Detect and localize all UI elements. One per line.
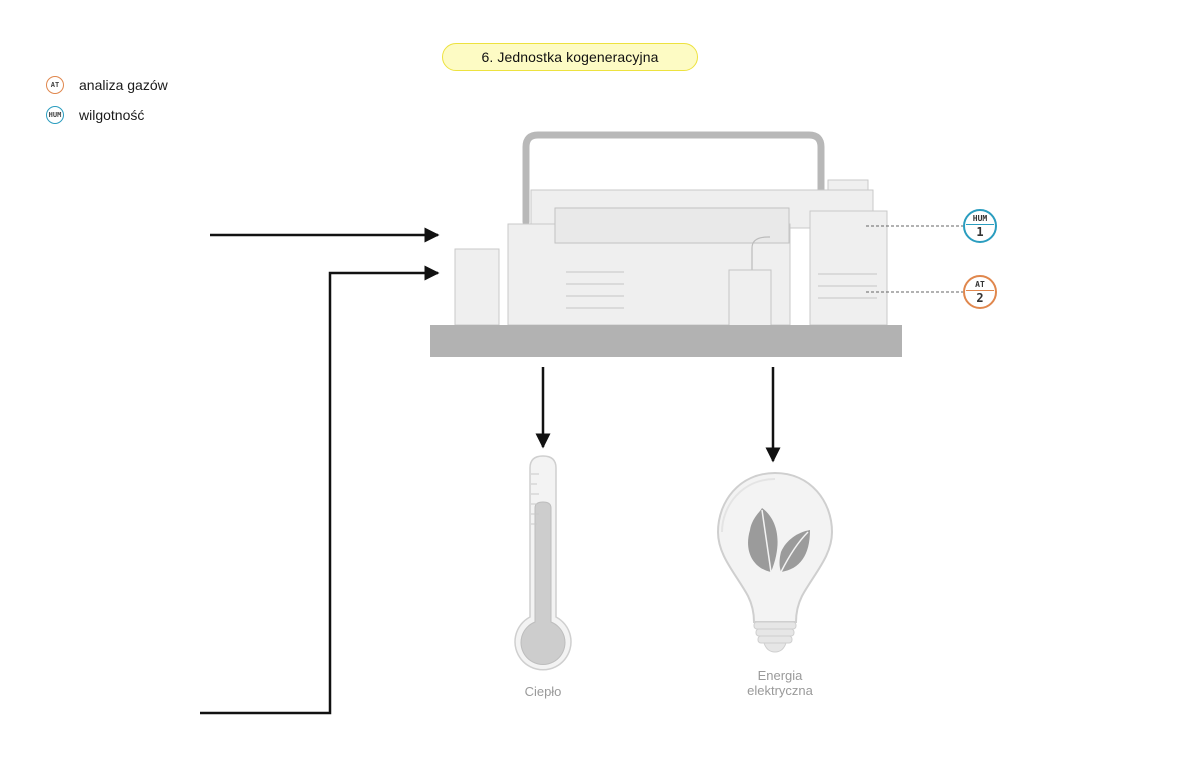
legend-label-hum: wilgotność <box>79 107 145 123</box>
sensor-at-2[interactable]: AT 2 <box>963 275 997 309</box>
legend: AT analiza gazów HUM wilgotność <box>46 74 168 134</box>
sensor-at-divider <box>966 289 994 292</box>
lightbulb-leaf-icon <box>716 471 834 653</box>
energy-label-line1: Energia <box>757 668 803 683</box>
legend-label-at: analiza gazów <box>79 77 168 93</box>
energy-label: Energia elektryczna <box>720 668 840 698</box>
sensor-hum-number: 1 <box>976 225 984 240</box>
energy-label-line2: elektryczna <box>747 683 813 698</box>
at-badge-icon: AT <box>46 76 64 94</box>
legend-item-at: AT analiza gazów <box>46 74 168 96</box>
cogeneration-unit-icon <box>430 131 902 357</box>
input-arrow-bottom <box>200 265 440 715</box>
legend-item-hum: HUM wilgotność <box>46 104 168 126</box>
sensor-at-type: AT <box>975 279 985 289</box>
page-title: 6. Jednostka kogeneracyjna <box>442 43 698 71</box>
sensor-hum-type: HUM <box>972 213 988 223</box>
sensor-hum-divider <box>966 223 994 226</box>
thermometer-icon <box>514 455 572 671</box>
heat-label: Ciepło <box>524 684 562 699</box>
sensor-at-number: 2 <box>976 291 984 306</box>
hum-badge-icon: HUM <box>46 106 64 124</box>
sensor-hum-1[interactable]: HUM 1 <box>963 209 997 243</box>
